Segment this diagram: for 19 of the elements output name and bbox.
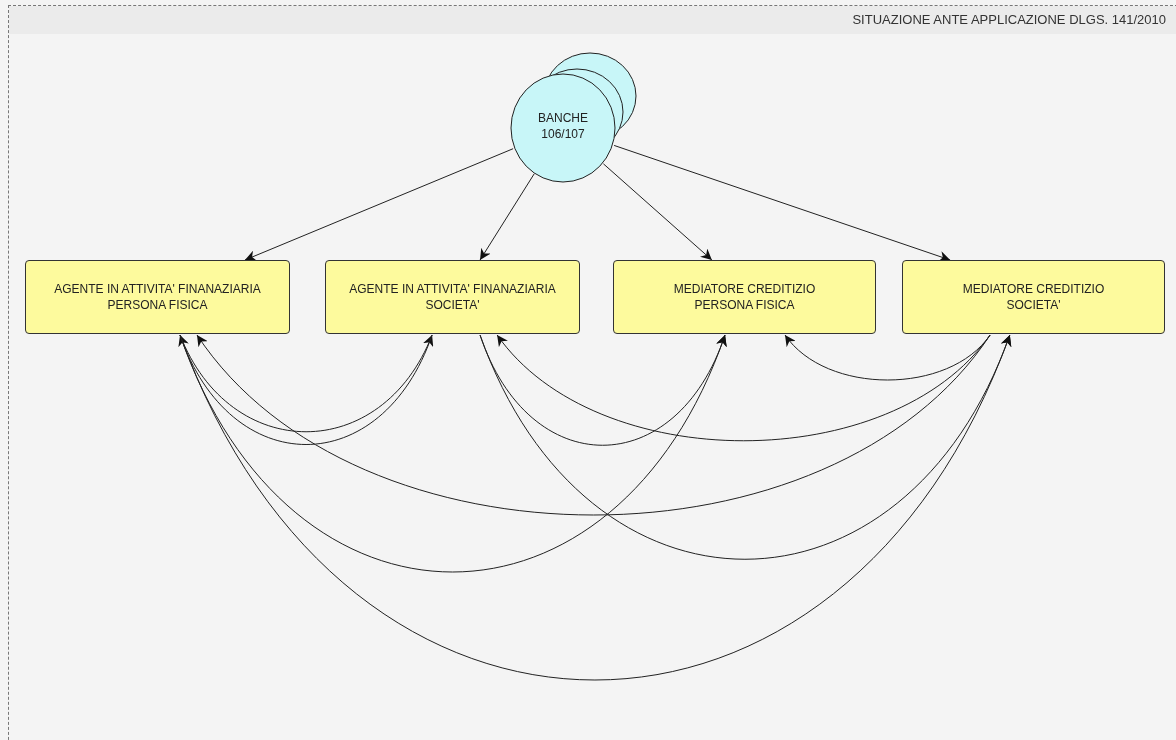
arrow <box>784 334 991 381</box>
stacked-circles <box>510 52 638 184</box>
arrow <box>479 334 1011 560</box>
box-label: AGENTE IN ATTIVITA' FINANAZIARIA PERSONA FISICA <box>53 281 262 313</box>
arrow <box>613 144 951 262</box>
node-label: BANCHE 106/107 <box>537 110 589 142</box>
role-box <box>325 260 580 334</box>
arrow <box>179 334 1011 681</box>
title: SITUAZIONE ANTE APPLICAZIONE DLGS. 141/2010 <box>852 11 1166 30</box>
role-box <box>902 260 1165 334</box>
arrow <box>244 148 514 261</box>
box-label: AGENTE IN ATTIVITA' FINANAZIARIA SOCIETA' <box>348 281 557 313</box>
role-box <box>613 260 876 334</box>
role-box <box>25 260 290 334</box>
box-label: MEDIATORE CREDITIZIO SOCIETA' <box>961 281 1106 313</box>
arrow <box>479 173 535 261</box>
arrow <box>196 334 991 516</box>
arrow <box>602 163 713 261</box>
box-label: MEDIATORE CREDITIZIO PERSONA FISICA <box>672 281 817 313</box>
